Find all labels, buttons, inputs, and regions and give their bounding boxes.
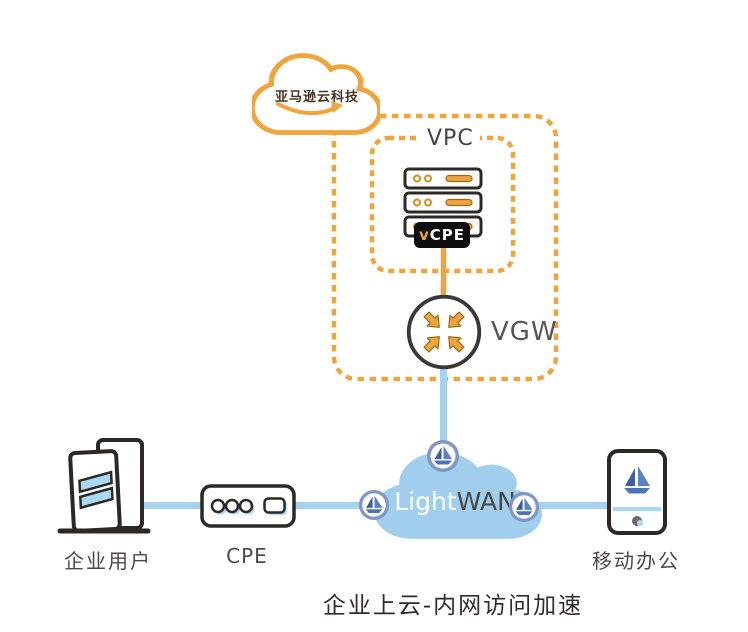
smile-arrow-icon xyxy=(276,101,343,116)
vcpe-name: CPE xyxy=(429,226,466,244)
aws-cloud-icon xyxy=(252,53,380,135)
vpc-dashed-border xyxy=(369,135,516,274)
aws-cloud-label: 亚马逊云科技 xyxy=(274,90,359,105)
wan-cloud-icon xyxy=(374,452,542,539)
wan-brand-suffix: WAN xyxy=(456,487,516,516)
vgw-label: VGW xyxy=(491,317,558,347)
sailboat-badge-icon-right xyxy=(508,491,540,523)
cpe-device-icon xyxy=(200,484,296,528)
mobile-label: 移动办公 xyxy=(592,549,680,573)
vgw-converge-icon xyxy=(406,294,482,370)
building-icon xyxy=(57,438,151,534)
vcpe-prefix: v xyxy=(418,226,430,244)
vpc-zone-label: VPC xyxy=(421,126,480,151)
phone-screen-divider xyxy=(613,507,661,511)
enterprise-label: 企业用户 xyxy=(64,549,152,573)
sailboat-badge-icon-left xyxy=(358,489,390,521)
sailboat-icon xyxy=(624,466,650,494)
home-button xyxy=(632,516,643,526)
cpe-label: CPE xyxy=(226,544,268,568)
wan-brand-label: LightWAN xyxy=(390,487,520,516)
smartphone-icon xyxy=(607,449,667,535)
diagram-title: 企业上云-内网访问加速 xyxy=(322,593,584,619)
sailboat-badge-icon-top xyxy=(427,440,459,472)
wan-brand-prefix: Light xyxy=(394,487,457,516)
